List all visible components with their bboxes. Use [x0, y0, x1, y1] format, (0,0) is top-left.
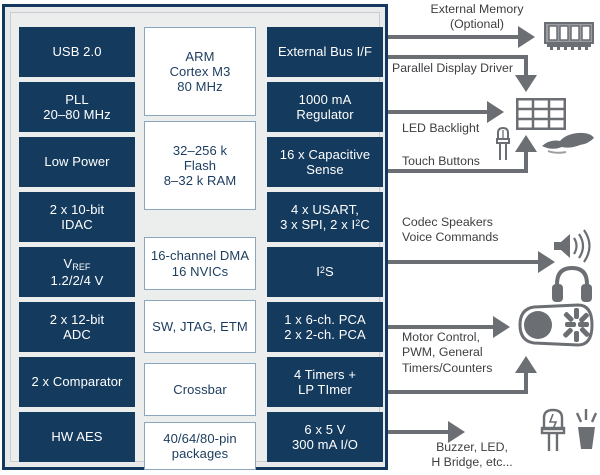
label-buzzer-led: Buzzer, LED, H Bridge, etc... [431, 440, 513, 470]
connector-display-vertical [524, 55, 528, 77]
label-led-backlight: LED Backlight [402, 121, 480, 135]
memory-module-icon [544, 21, 594, 51]
arrow-external-memory [518, 26, 535, 48]
arrow-motor-in [515, 356, 537, 373]
label-codec-speakers: Codec Speakers Voice Commands [402, 215, 499, 245]
arrow-codec [538, 251, 555, 273]
connector-buzzer [388, 430, 449, 434]
speaker-headphones-icon [551, 228, 597, 303]
arrow-touch-buttons [515, 135, 537, 152]
led-buzzer-icon [538, 405, 600, 455]
block-label: Low Power [44, 154, 110, 170]
block-hw-aes[interactable]: HW AES [19, 412, 135, 462]
block-timers[interactable]: 4 Timers +LP TImer [267, 357, 383, 407]
connector-external-memory [388, 35, 519, 39]
block-usart-spi-i2c[interactable]: 4 x USART,3 x SPI, 2 x I2C [267, 192, 383, 242]
peripherals-area: External Memory (Optional) Parallel Disp… [388, 0, 600, 475]
block-label: 4 x USART,3 x SPI, 2 x I2C [280, 201, 370, 232]
connector-display-horizontal [388, 55, 528, 59]
block-label: Crossbar [173, 381, 227, 397]
block-usb-2-0[interactable]: USB 2.0 [19, 27, 135, 77]
motor-fan-icon [516, 303, 596, 347]
led-icon [494, 126, 512, 162]
block-label: External Bus I/F [277, 44, 373, 60]
arrow-display-driver [515, 75, 537, 92]
block-low-power[interactable]: Low Power [19, 137, 135, 187]
connector-motor-in-horizontal [388, 390, 528, 394]
block-label: SW, JTAG, ETM [152, 318, 248, 334]
block-comparator[interactable]: 2 x Comparator [19, 357, 135, 407]
connector-motor-out [388, 325, 494, 329]
connector-codec [388, 260, 539, 264]
connector-motor-in-vertical [524, 373, 528, 392]
block-i2s[interactable]: I2S [267, 247, 383, 297]
label-external-memory: External Memory (Optional) [430, 2, 524, 32]
connector-touch-horizontal [388, 169, 528, 173]
hand-touch-icon [540, 130, 596, 156]
block-label: I2S [316, 264, 334, 280]
block-label: 4 Timers +LP TImer [293, 366, 357, 397]
label-motor-control: Motor Control, PWM, General Timers/Count… [402, 330, 493, 375]
arrow-led-backlight [487, 101, 504, 123]
block-label: 2 x Comparator [31, 374, 123, 390]
block-label: USB 2.0 [52, 44, 102, 60]
connector-touch-vertical [524, 152, 528, 171]
arrow-buzzer [448, 421, 465, 443]
block-sw-jtag-etm[interactable]: SW, JTAG, ETM [144, 300, 256, 353]
display-panel-icon [516, 98, 566, 130]
label-parallel-display-driver: Parallel Display Driver [392, 61, 513, 75]
block-external-bus-if[interactable]: External Bus I/F [267, 27, 383, 77]
block-label: HW AES [51, 429, 103, 445]
block-crossbar[interactable]: Crossbar [144, 363, 256, 416]
connector-led-backlight [388, 110, 488, 114]
label-touch-buttons: Touch Buttons [402, 154, 480, 168]
arrow-motor-out [493, 316, 510, 338]
